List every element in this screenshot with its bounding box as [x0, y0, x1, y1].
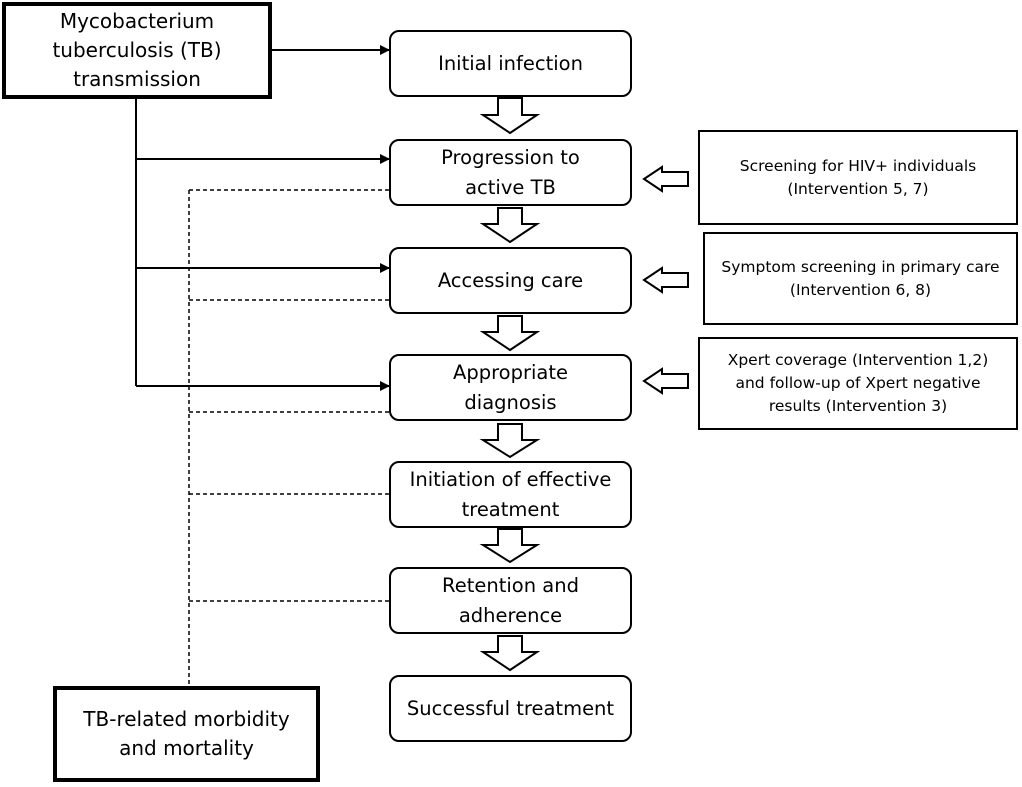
stage-initiation-treatment: Initiation of effective treatment — [389, 461, 632, 528]
left-arrow-intervention-1 — [642, 165, 689, 193]
left-arrow-intervention-3 — [642, 367, 689, 395]
stage-label: Successful treatment — [406, 696, 615, 720]
stage-initial-infection: Initial infection — [389, 30, 632, 97]
stage-successful-treatment: Successful treatment — [389, 675, 632, 742]
intervention-label: Screening for HIV+ individuals (Interven… — [739, 156, 977, 198]
intervention-hiv-screening: Screening for HIV+ individuals (Interven… — [698, 130, 1018, 225]
left-arrow-intervention-2 — [642, 266, 689, 294]
stage-label: Initial infection — [438, 51, 583, 75]
stage-accessing-care: Accessing care — [389, 247, 632, 314]
stage-label: Progression to active TB — [441, 145, 580, 199]
stage-label: Retention and adherence — [442, 573, 579, 627]
intervention-label: Symptom screening in primary care (Inter… — [721, 257, 1000, 299]
stage-label: Appropriate diagnosis — [452, 360, 569, 414]
stage-retention-adherence: Retention and adherence — [389, 567, 632, 634]
intervention-label: Xpert coverage (Intervention 1,2) and fo… — [727, 351, 989, 415]
morbidity-mortality-label: TB-related morbidity and mortality — [83, 707, 290, 760]
down-arrow-3 — [479, 315, 541, 352]
down-arrow-6 — [479, 635, 541, 672]
stage-label: Accessing care — [437, 268, 584, 292]
tb-transmission-label: Mycobacterium tuberculosis (TB) transmis… — [52, 9, 222, 91]
down-arrow-1 — [479, 97, 541, 135]
intervention-xpert-coverage: Xpert coverage (Intervention 1,2) and fo… — [698, 337, 1018, 430]
intervention-symptom-screening: Symptom screening in primary care (Inter… — [703, 232, 1018, 325]
down-arrow-2 — [479, 207, 541, 244]
stage-appropriate-diagnosis: Appropriate diagnosis — [389, 354, 632, 421]
tb-transmission-box: Mycobacterium tuberculosis (TB) transmis… — [2, 2, 272, 99]
stage-progression-active-tb: Progression to active TB — [389, 139, 632, 206]
stage-label: Initiation of effective treatment — [409, 467, 612, 521]
down-arrow-5 — [479, 528, 541, 564]
down-arrow-4 — [479, 423, 541, 459]
morbidity-mortality-box: TB-related morbidity and mortality — [53, 686, 320, 782]
